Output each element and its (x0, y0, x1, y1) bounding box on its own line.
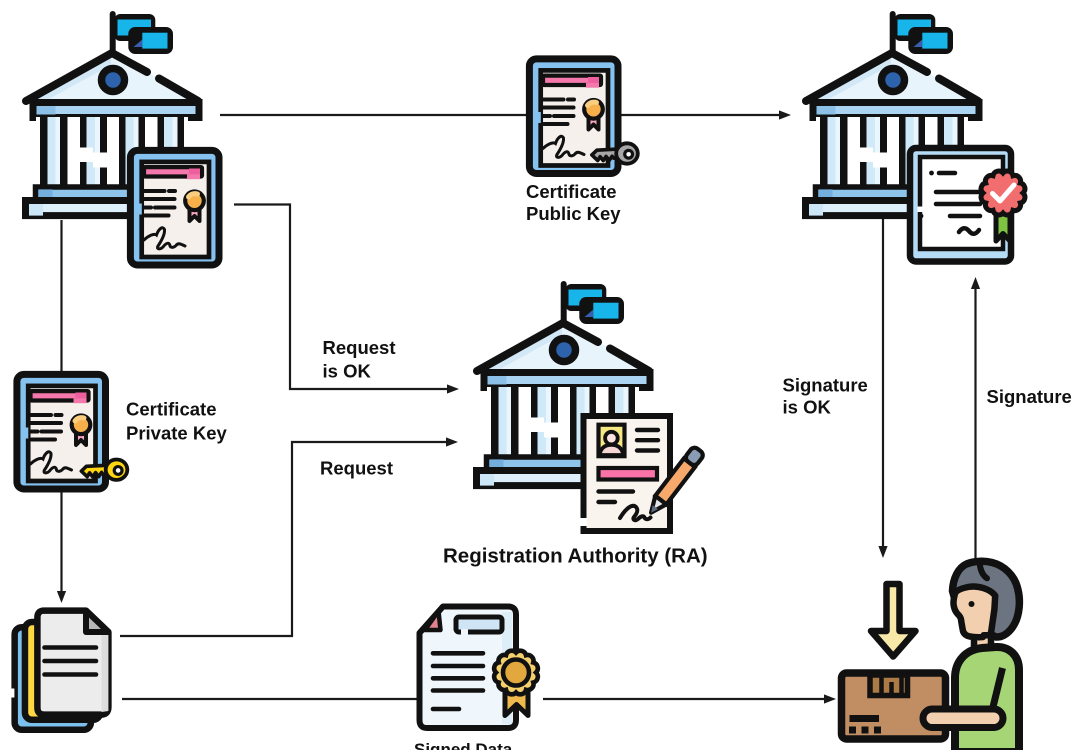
svg-text:Certificate: Certificate (526, 181, 616, 202)
svg-text:Private Key: Private Key (126, 423, 227, 444)
svg-text:Request: Request (323, 337, 396, 358)
svg-text:Signed Data: Signed Data (414, 740, 513, 750)
svg-text:Signature: Signature (783, 375, 868, 396)
svg-text:Registration Authority (RA): Registration Authority (RA) (443, 545, 708, 568)
svg-text:Public Key: Public Key (526, 203, 621, 224)
svg-text:is OK: is OK (783, 397, 832, 418)
svg-text:Signature: Signature (987, 386, 1072, 407)
svg-text:Certificate: Certificate (126, 399, 216, 420)
svg-text:is OK: is OK (323, 361, 372, 382)
svg-text:Request: Request (320, 458, 393, 479)
